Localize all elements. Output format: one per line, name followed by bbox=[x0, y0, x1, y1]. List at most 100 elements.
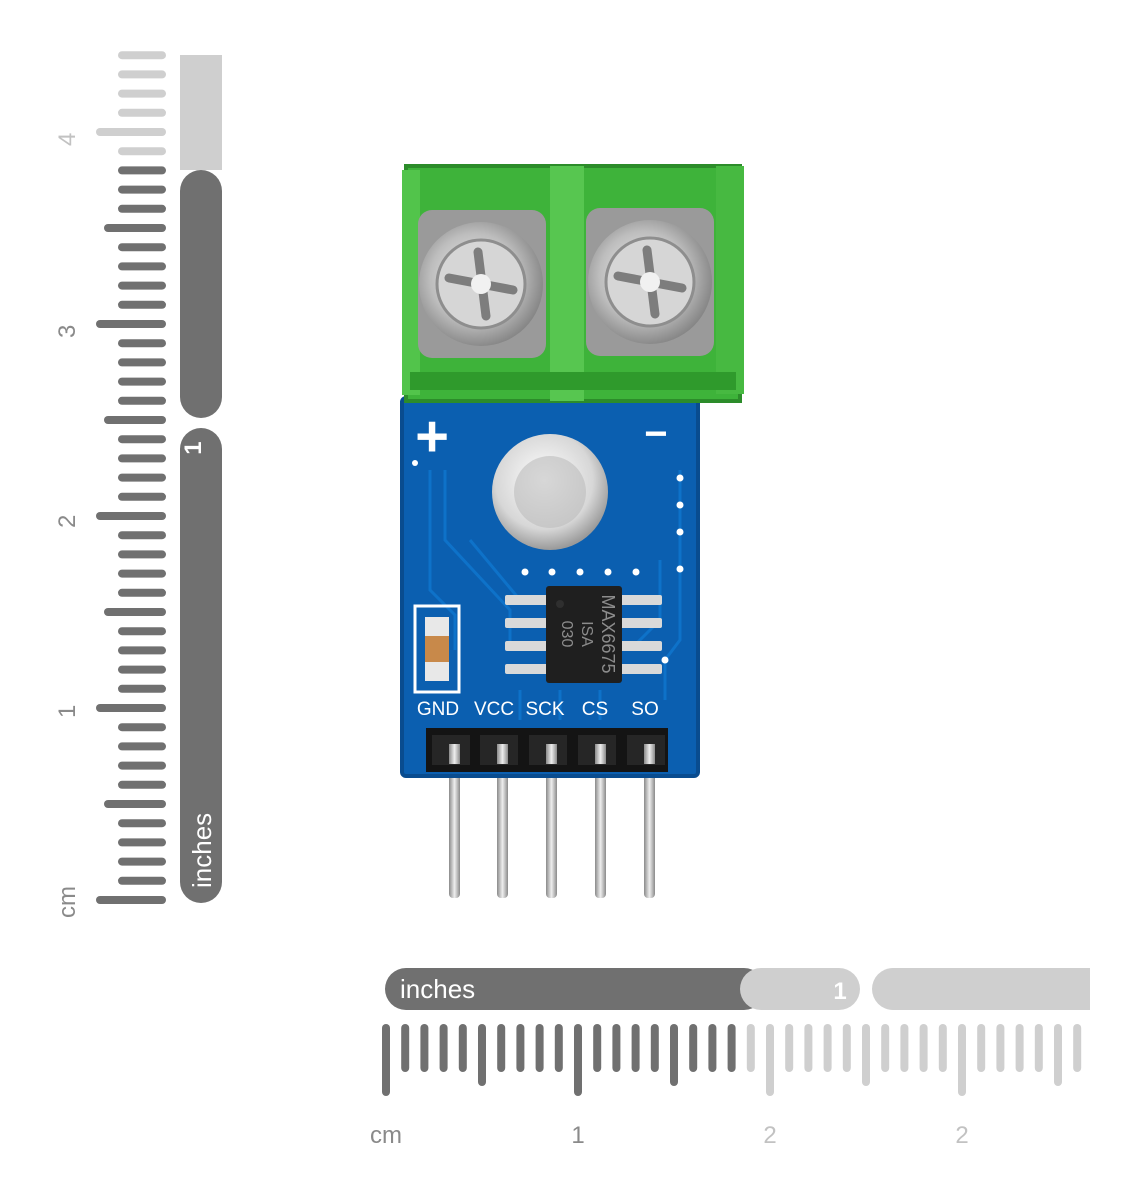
ruler-tick bbox=[439, 1024, 448, 1072]
ruler-tick bbox=[118, 857, 166, 866]
ruler-tick bbox=[823, 1024, 832, 1072]
horizontal-ruler-dark-bar bbox=[385, 968, 765, 1010]
pin-label-sck: SCK bbox=[525, 699, 564, 720]
ruler-tick bbox=[118, 89, 166, 98]
header-pin bbox=[595, 745, 606, 898]
ruler-tick bbox=[96, 896, 166, 904]
header-pin bbox=[497, 745, 508, 898]
ruler-tick bbox=[118, 665, 166, 674]
vertical-ruler-light-bar bbox=[180, 55, 222, 170]
ruler-tick bbox=[1073, 1024, 1082, 1072]
ruler-tick bbox=[593, 1024, 602, 1072]
ic-chip: MAX6675 ISA 030 bbox=[546, 586, 622, 683]
ruler-tick bbox=[746, 1024, 755, 1072]
ruler-tick bbox=[420, 1024, 429, 1072]
chip-marking-line2: ISA bbox=[578, 621, 595, 647]
vertical-ruler-dark-bar-lower bbox=[180, 428, 222, 903]
minus-marking: − bbox=[644, 412, 667, 456]
ruler-tick bbox=[958, 1024, 966, 1096]
ruler-tick bbox=[612, 1024, 621, 1072]
ruler-tick bbox=[535, 1024, 544, 1072]
ruler-tick bbox=[1015, 1024, 1024, 1072]
ruler-tick bbox=[118, 396, 166, 405]
ruler-tick bbox=[862, 1024, 870, 1086]
vertical-ruler-cm-label: cm bbox=[54, 886, 81, 918]
vertical-ruler-cm-1: 1 bbox=[54, 705, 81, 718]
ruler-tick bbox=[118, 742, 166, 751]
header-pins bbox=[449, 745, 655, 898]
ruler-tick bbox=[118, 473, 166, 482]
vertical-ruler-cm-3: 3 bbox=[54, 325, 81, 338]
ruler-tick bbox=[689, 1024, 698, 1072]
ruler-tick bbox=[938, 1024, 947, 1072]
thermocouple-module: + − MAX6675 ISA bbox=[400, 164, 744, 898]
terminal-screw bbox=[586, 208, 714, 356]
chip-pads bbox=[505, 595, 662, 674]
horizontal-ruler-inch-number: 1 bbox=[833, 978, 846, 1005]
ruler-tick bbox=[118, 780, 166, 789]
ruler-tick bbox=[118, 262, 166, 271]
ruler-tick bbox=[118, 838, 166, 847]
terminal-screw bbox=[418, 210, 546, 358]
ruler-tick bbox=[118, 358, 166, 367]
horizontal-ruler-light-bar bbox=[740, 968, 860, 1010]
ruler-tick bbox=[574, 1024, 582, 1096]
ruler-tick bbox=[382, 1024, 390, 1096]
ruler-tick bbox=[118, 531, 166, 540]
horizontal-ruler-cm-3: 2 bbox=[955, 1122, 968, 1149]
ruler-tick bbox=[118, 588, 166, 597]
ruler-tick bbox=[104, 224, 166, 232]
ruler-tick bbox=[497, 1024, 506, 1072]
ruler-tick bbox=[118, 70, 166, 79]
pin-label-gnd: GND bbox=[417, 699, 459, 720]
ruler-tick bbox=[804, 1024, 813, 1072]
ruler-tick bbox=[118, 550, 166, 559]
pin-labels: GND VCC SCK CS SO bbox=[417, 699, 659, 720]
ruler-tick bbox=[118, 761, 166, 770]
ruler-tick bbox=[118, 819, 166, 828]
ruler-tick bbox=[900, 1024, 909, 1072]
ruler-tick bbox=[118, 339, 166, 348]
pin-label-so: SO bbox=[631, 699, 658, 720]
ruler-tick bbox=[727, 1024, 736, 1072]
ruler-tick bbox=[104, 416, 166, 424]
chip-marking-line1: MAX6675 bbox=[598, 594, 618, 673]
ruler-tick bbox=[1054, 1024, 1062, 1086]
ruler-tick bbox=[118, 435, 166, 444]
pin-label-cs: CS bbox=[582, 699, 608, 720]
ruler-tick bbox=[785, 1024, 794, 1072]
ruler-tick bbox=[631, 1024, 640, 1072]
ruler-tick bbox=[458, 1024, 467, 1072]
horizontal-ruler-light-bar-right bbox=[872, 968, 1090, 1010]
plus-marking: + bbox=[415, 404, 449, 469]
ruler-tick bbox=[118, 108, 166, 117]
ruler-tick bbox=[118, 300, 166, 309]
ruler-tick bbox=[118, 627, 166, 636]
ruler-tick bbox=[516, 1024, 525, 1072]
ruler-tick bbox=[118, 646, 166, 655]
vertical-ruler-ticks bbox=[96, 51, 166, 904]
mounting-hole-inner bbox=[514, 456, 586, 528]
ruler-tick bbox=[996, 1024, 1005, 1072]
horizontal-ruler-unit-label: inches bbox=[400, 974, 475, 1004]
ruler-tick bbox=[977, 1024, 986, 1072]
ruler-tick bbox=[96, 320, 166, 328]
ruler-tick bbox=[118, 454, 166, 463]
ruler-tick bbox=[118, 51, 166, 60]
ruler-tick bbox=[96, 704, 166, 712]
ruler-tick bbox=[118, 876, 166, 885]
ruler-tick bbox=[118, 684, 166, 693]
ruler-tick bbox=[118, 377, 166, 386]
chip-marking-line3: 030 bbox=[558, 621, 575, 648]
header-pin bbox=[546, 745, 557, 898]
pin-label-vcc: VCC bbox=[474, 699, 514, 720]
ruler-tick bbox=[118, 281, 166, 290]
vertical-ruler-cm-4: 4 bbox=[54, 133, 81, 146]
ruler-tick bbox=[118, 185, 166, 194]
pcb-vias bbox=[412, 460, 684, 664]
ruler-tick bbox=[650, 1024, 659, 1072]
horizontal-ruler-bar-edge bbox=[1060, 968, 1090, 1010]
ruler-tick bbox=[919, 1024, 928, 1072]
horizontal-ruler-cm-1: 1 bbox=[571, 1122, 584, 1149]
